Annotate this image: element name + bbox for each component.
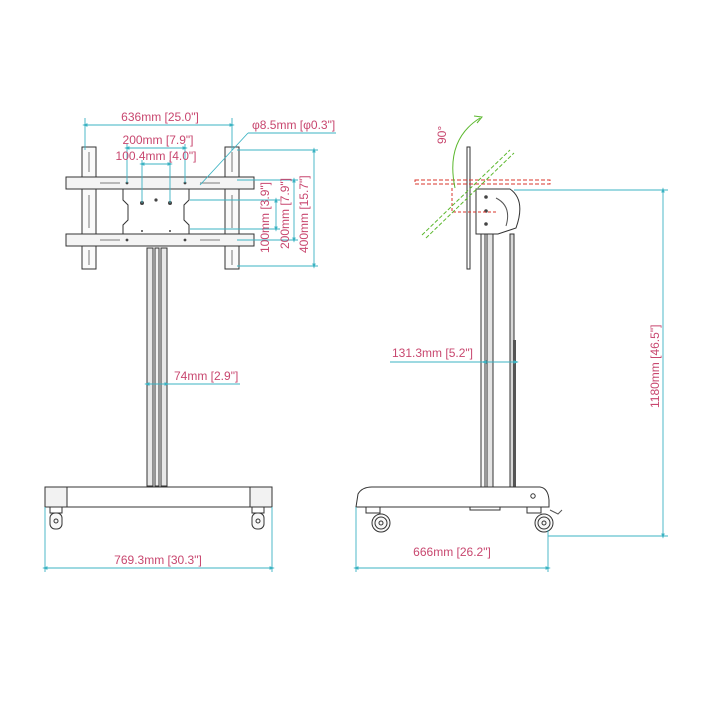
front-view bbox=[44, 146, 273, 530]
dim-mount-width: 636mm [25.0"] bbox=[121, 110, 199, 124]
column-right bbox=[160, 247, 168, 487]
dim-hole-diameter: φ8.5mm [φ0.3"] bbox=[252, 118, 335, 132]
tilt-angled-position bbox=[421, 149, 511, 236]
side-column-front bbox=[480, 233, 486, 490]
tilt-arrow-icon bbox=[452, 117, 481, 189]
dim-tilt-angle: 90° bbox=[435, 126, 449, 144]
tilt-range-indicator bbox=[414, 115, 551, 239]
tilt-bracket bbox=[475, 188, 521, 235]
front-dimension-lines bbox=[42, 118, 336, 572]
dim-vesa-200-horizontal: 200mm [7.9"] bbox=[123, 133, 194, 147]
dim-base-width: 769.3mm [30.3"] bbox=[114, 553, 202, 567]
side-display-panel bbox=[466, 146, 471, 270]
dim-column-width: 74mm [2.9"] bbox=[174, 369, 238, 383]
dim-vesa-400-vertical: 400mm [15.7"] bbox=[297, 175, 311, 253]
top-rail bbox=[65, 176, 255, 190]
front-base bbox=[44, 486, 273, 508]
dim-vesa-100-vertical: 100mm [3.9"] bbox=[258, 182, 272, 253]
column-left bbox=[146, 247, 154, 487]
side-caster-rear bbox=[526, 506, 563, 533]
dim-vesa-100-horizontal: 100.4mm [4.0"] bbox=[116, 149, 197, 163]
vesa-plate bbox=[122, 188, 190, 235]
side-view bbox=[355, 146, 563, 533]
side-base bbox=[355, 486, 550, 508]
front-caster-right bbox=[251, 506, 265, 530]
front-caster-left bbox=[49, 506, 63, 530]
side-caster-front bbox=[365, 506, 391, 533]
side-dimension-lines bbox=[353, 187, 668, 572]
side-column-middle bbox=[486, 233, 494, 490]
dim-base-depth: 666mm [26.2"] bbox=[413, 545, 491, 559]
column-middle bbox=[154, 247, 160, 487]
dim-vesa-200-vertical: 200mm [7.9"] bbox=[278, 178, 292, 249]
bottom-rail bbox=[65, 233, 255, 247]
dim-total-height: 1180mm [46.5"] bbox=[648, 325, 662, 408]
dim-column-depth: 131.3mm [5.2"] bbox=[392, 346, 473, 360]
